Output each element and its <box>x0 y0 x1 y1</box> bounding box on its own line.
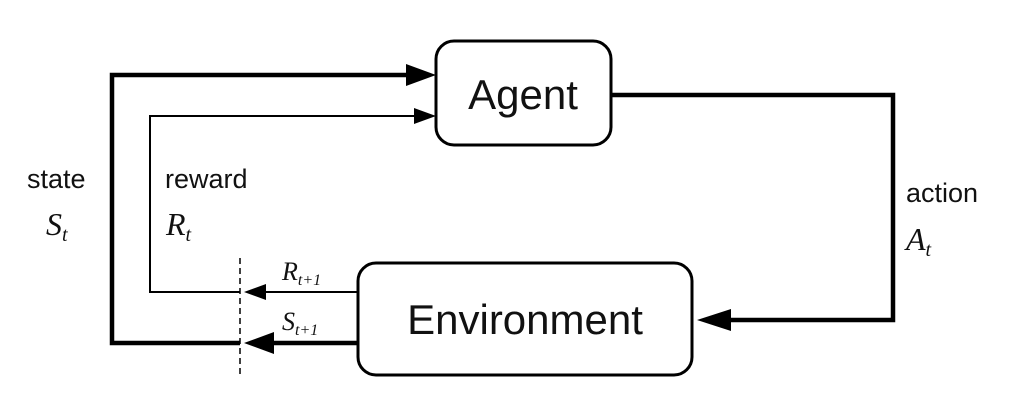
action-word: action <box>906 178 978 208</box>
reward-arrowhead <box>414 108 436 124</box>
agent-label: Agent <box>468 71 578 118</box>
environment-box <box>356 261 694 377</box>
state-symbol: St <box>46 206 68 246</box>
next-state-label: St+1 <box>282 307 318 339</box>
state-arrow <box>109 64 436 346</box>
state-arrowhead <box>406 64 436 86</box>
next-state-arrow <box>244 332 358 354</box>
state-path <box>109 72 410 346</box>
action-arrow <box>611 92 896 331</box>
next-reward-arrowhead <box>244 284 266 300</box>
action-label: action At <box>904 178 978 261</box>
state-label: state St <box>27 164 86 246</box>
reward-arrow <box>149 108 436 293</box>
next-state-arrowhead <box>244 332 274 354</box>
action-arrowhead <box>697 309 731 331</box>
environment-label: Environment <box>407 296 643 343</box>
next-reward-label: Rt+1 <box>281 257 321 289</box>
reward-path <box>149 115 416 293</box>
environment-node: Environment <box>356 261 694 377</box>
reward-label: reward Rt <box>165 164 248 246</box>
action-path <box>611 92 896 323</box>
agent-node: Agent <box>434 39 613 147</box>
state-word: state <box>27 164 86 194</box>
reward-word: reward <box>165 164 248 194</box>
action-symbol: At <box>904 221 932 261</box>
next-reward-arrow <box>244 284 358 300</box>
reward-symbol: Rt <box>165 206 192 246</box>
